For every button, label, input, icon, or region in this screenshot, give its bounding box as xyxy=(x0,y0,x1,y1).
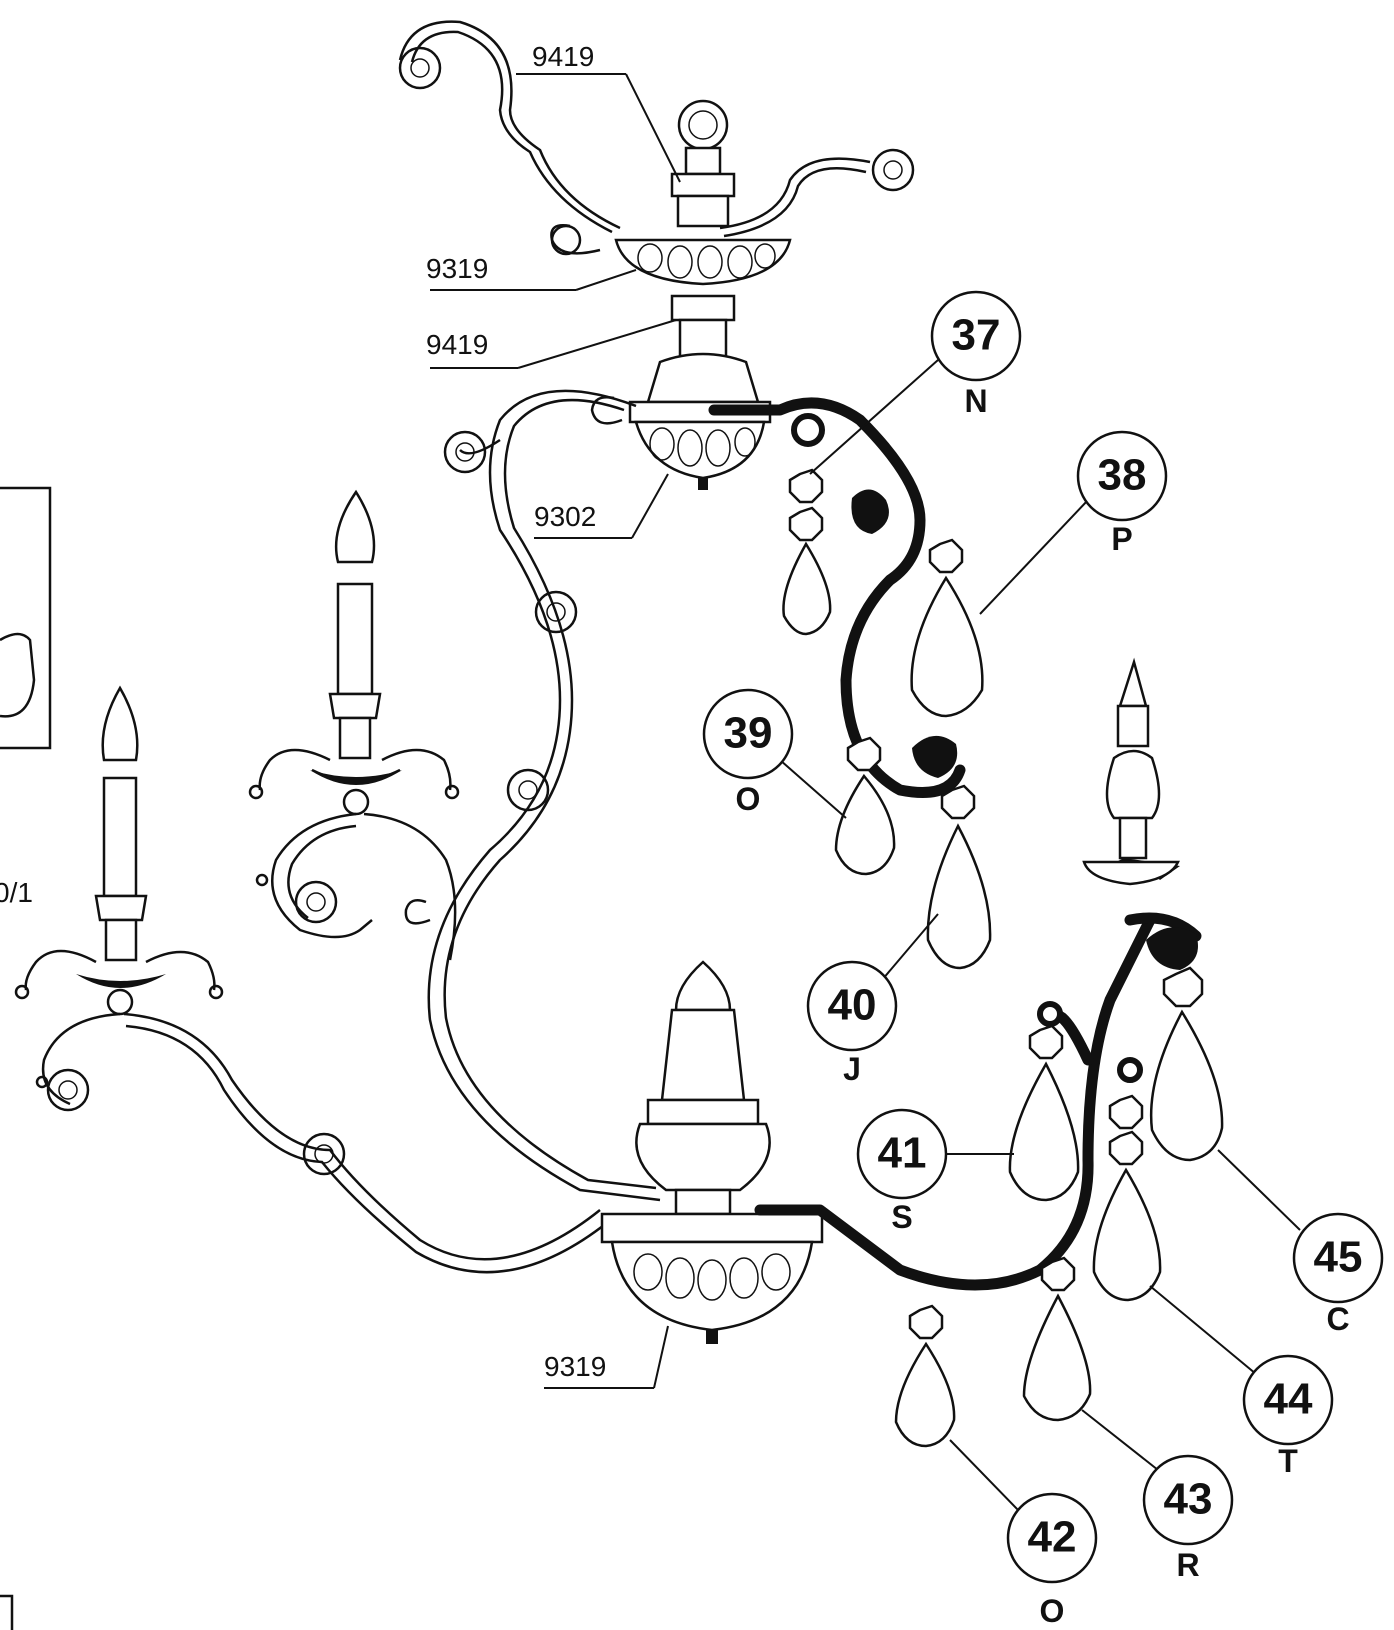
callouts: 37 N 38 P 39 O 40 J 41 S xyxy=(702,290,1384,1629)
svg-text:T: T xyxy=(1278,1443,1298,1479)
svg-text:41: 41 xyxy=(878,1129,927,1178)
svg-text:C: C xyxy=(1326,1301,1349,1337)
label-9302: 9302 xyxy=(534,501,596,532)
lower-finial-bowl xyxy=(600,960,824,1344)
svg-text:43: 43 xyxy=(1164,1475,1213,1524)
label-9319-upper: 9319 xyxy=(426,253,488,284)
black-arm-upper xyxy=(708,397,966,798)
callout-37: 37 N xyxy=(809,290,1022,475)
callout-40: 40 J xyxy=(806,913,939,1087)
svg-text:P: P xyxy=(1111,521,1132,557)
callout-41: 41 S xyxy=(856,1108,1014,1235)
svg-text:40: 40 xyxy=(828,981,877,1030)
part-labels: 9419 9319 9419 9302 9319 0/1 xyxy=(0,41,681,1389)
svg-text:O: O xyxy=(736,781,761,817)
right-finial xyxy=(1105,657,1161,860)
svg-text:45: 45 xyxy=(1314,1233,1363,1282)
callout-39: 39 O xyxy=(702,688,847,819)
middle-candle-arm xyxy=(248,489,460,961)
top-canopy xyxy=(614,99,792,404)
label-9419-top: 9419 xyxy=(532,41,594,72)
svg-text:44: 44 xyxy=(1264,1375,1313,1424)
callout-42: 42 O xyxy=(949,1439,1098,1629)
label-9419-mid: 9419 xyxy=(426,329,488,360)
svg-text:37: 37 xyxy=(952,311,1001,360)
left-inset-box xyxy=(0,486,52,1630)
callout-38: 38 P xyxy=(979,430,1168,615)
callout-43: 43 R xyxy=(1081,1409,1234,1583)
svg-text:38: 38 xyxy=(1098,451,1147,500)
svg-text:R: R xyxy=(1176,1547,1199,1583)
crystals xyxy=(782,468,1224,1448)
svg-text:N: N xyxy=(964,383,987,419)
callout-44: 44 T xyxy=(1149,1285,1334,1479)
top-scroll-arms xyxy=(398,20,915,256)
svg-text:S: S xyxy=(891,1199,912,1235)
svg-text:42: 42 xyxy=(1028,1513,1077,1562)
left-candle-arm xyxy=(14,685,609,1274)
label-left-fragment: 0/1 xyxy=(0,877,33,908)
white-scroll-frame xyxy=(427,389,661,1202)
svg-text:J: J xyxy=(843,1051,861,1087)
callout-45: 45 C xyxy=(1217,1149,1384,1337)
svg-text:39: 39 xyxy=(724,709,773,758)
black-arm-lower xyxy=(754,858,1202,1291)
svg-text:O: O xyxy=(1040,1593,1065,1629)
label-9319-lower: 9319 xyxy=(544,1351,606,1382)
upper-bowl-9302 xyxy=(590,396,772,490)
